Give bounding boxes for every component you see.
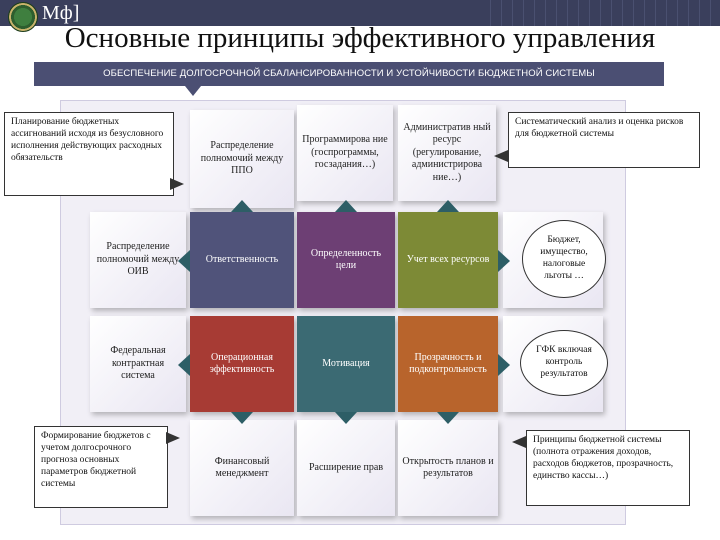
cell-uchet: Учет всех ресурсов	[398, 212, 498, 308]
arrow-left-icon	[178, 354, 190, 376]
arrow-down-icon	[335, 412, 357, 424]
brand-label: Мф]	[42, 2, 80, 24]
cell-motivaciya: Мотивация	[297, 316, 395, 412]
emblem-icon	[8, 2, 38, 32]
slide-title: Основные принципы эффективного управлени…	[64, 22, 656, 54]
cell-finmenedzhment: Финансовый менеджмент	[190, 420, 294, 516]
callout-pointer-icon	[512, 436, 526, 448]
callout-pointer-icon	[170, 178, 184, 190]
arrow-right-icon	[498, 250, 510, 272]
cell-operacionnaya: Операционная эффективность	[190, 316, 294, 412]
banner-arrow-icon	[185, 86, 201, 96]
arrow-up-icon	[335, 200, 357, 212]
arrow-down-icon	[231, 412, 253, 424]
callout-principy: Принципы бюджетной системы (полнота отра…	[526, 430, 690, 506]
cell-opredelennost: Определенность цели	[297, 212, 395, 308]
goal-banner: ОБЕСПЕЧЕНИЕ ДОЛГОСРОЧНОЙ СБАЛАНСИРОВАННО…	[34, 62, 664, 86]
cell-prozrachnost: Прозрачность и подконтрольность	[398, 316, 498, 412]
top-bar	[0, 0, 720, 26]
top-bar-pattern	[480, 0, 720, 26]
cell-otvetstvennost: Ответственность	[190, 212, 294, 308]
cell-raspredelenie-ppo: Распределение полномочий между ППО	[190, 110, 294, 208]
arrow-down-icon	[437, 412, 459, 424]
callout-pointer-icon	[494, 150, 508, 162]
callout-byudzhet: Бюджет, имущество, налоговые льготы …	[522, 220, 606, 298]
callout-analiz: Систематический анализ и оценка рисков д…	[508, 112, 700, 168]
arrow-up-icon	[231, 200, 253, 212]
cell-rasshirenie: Расширение прав	[297, 420, 395, 516]
cell-otkrytost: Открытость планов и результатов	[398, 420, 498, 516]
callout-gfk: ГФК включая контроль результатов	[520, 330, 608, 396]
cell-federalnaya: Федеральная контрактная система	[90, 316, 186, 412]
callout-pointer-icon	[166, 432, 180, 444]
arrow-left-icon	[178, 250, 190, 272]
cell-raspredelenie-oiv: Распределение полномочий между ОИВ	[90, 212, 186, 308]
cell-programmirovanie: Программирова ние (госпрограммы, госзада…	[297, 105, 393, 201]
cell-admin-resurs: Административ ный ресурс (регулирование,…	[398, 105, 496, 201]
callout-formirovanie: Формирование бюджетов с учетом долгосроч…	[34, 426, 168, 508]
arrow-up-icon	[437, 200, 459, 212]
arrow-right-icon	[498, 354, 510, 376]
callout-planirovanie: Планирование бюджетных ассигнований исхо…	[4, 112, 174, 196]
